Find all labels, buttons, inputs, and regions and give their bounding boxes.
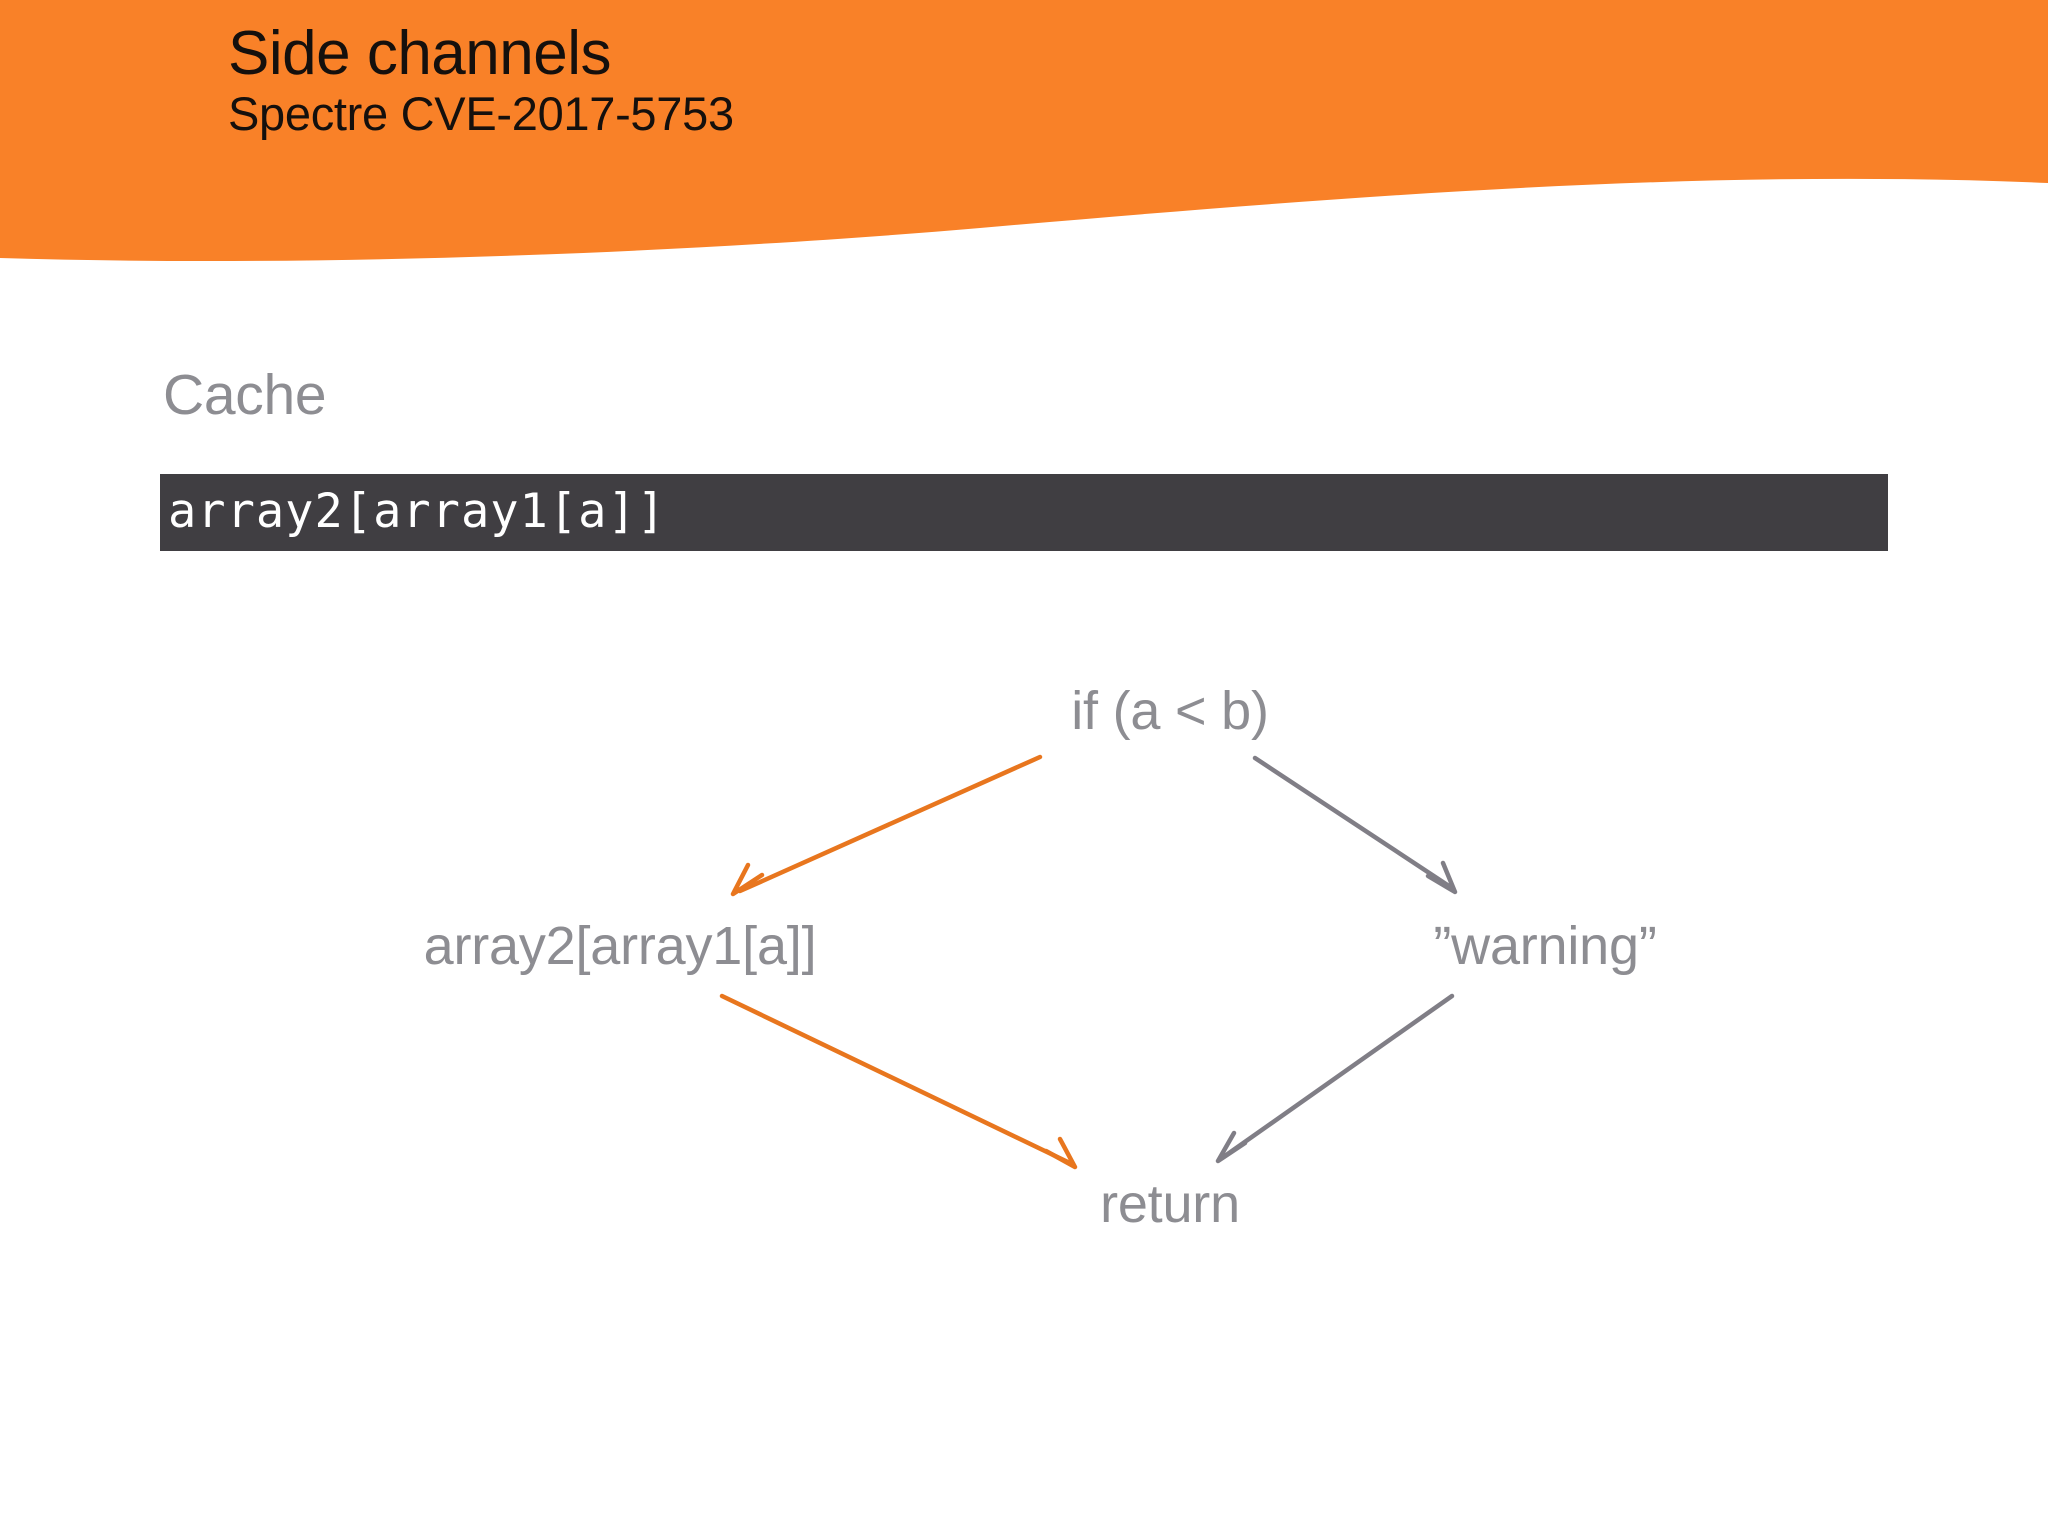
edge-condition-to-true-path (730, 754, 1043, 897)
flow-arrows-layer (719, 754, 1458, 1170)
header-banner (0, 0, 2048, 280)
header-curve-path (0, 0, 2048, 262)
flow-node-false-path: ”warning” (1433, 916, 1657, 976)
edge-condition-to-false-path (1252, 755, 1458, 895)
section-heading: Cache (163, 363, 327, 427)
edge-line (1252, 755, 1455, 891)
flow-node-join: return (1100, 1174, 1240, 1234)
page-subtitle: Spectre CVE-2017-5753 (228, 87, 734, 141)
arrowhead-icon (1215, 1130, 1248, 1164)
header-banner-shape (0, 0, 2048, 262)
arrowhead-icon (730, 862, 765, 897)
arrowhead-icon (1043, 1136, 1078, 1170)
edge-line (1219, 993, 1455, 1161)
code-block-text: array2[array1[a]] (168, 484, 667, 539)
flow-node-true-path: array2[array1[a]] (423, 916, 817, 976)
edge-line (737, 754, 1043, 894)
edge-true-path-to-join (719, 993, 1078, 1170)
header-text-block: Side channels Spectre CVE-2017-5753 (228, 22, 734, 141)
edge-line (719, 993, 1075, 1167)
flow-node-condition: if (a < b) (1071, 681, 1269, 741)
page-title: Side channels (228, 19, 611, 88)
code-block: array2[array1[a]] (160, 474, 1888, 551)
edge-false-path-to-join (1215, 993, 1455, 1164)
arrowhead-icon (1425, 860, 1458, 895)
control-flow-diagram: if (a < b) array2[array1[a]] ”warning” r… (0, 600, 2048, 1300)
